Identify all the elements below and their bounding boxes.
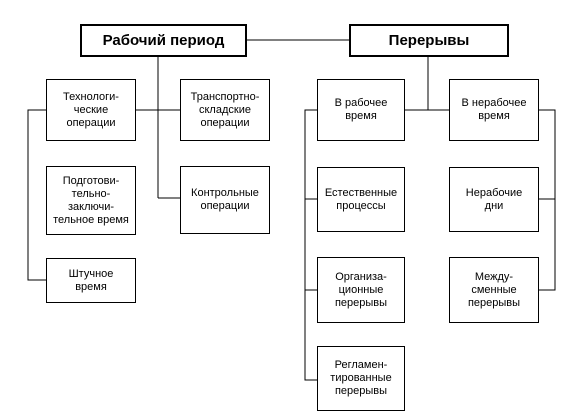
in-working-time-box: В рабочее время <box>317 79 405 141</box>
connector <box>304 109 317 381</box>
in-nonworking-time-box: В нерабочее время <box>449 79 539 141</box>
non-working-days-box: Нерабочие дни <box>449 167 539 232</box>
breaks-box: Перерывы <box>349 24 509 57</box>
natural-processes-box: Естественные процессы <box>317 167 405 232</box>
intershift-breaks-box: Между- сменные перерывы <box>449 257 539 323</box>
tech-operations-box: Технологи- ческие операции <box>46 79 136 141</box>
prep-final-time-box: Подготови- тельно- заключи- тельное врем… <box>46 166 136 235</box>
piece-time-box: Штучное время <box>46 258 136 303</box>
control-operations-box: Контрольные операции <box>180 166 270 234</box>
connector <box>539 109 556 291</box>
connector <box>27 109 46 281</box>
work-period-box: Рабочий период <box>80 24 247 57</box>
organizational-breaks-box: Организа- ционные перерывы <box>317 257 405 323</box>
transport-operations-box: Транспортно- складские операции <box>180 79 270 141</box>
regulated-breaks-box: Регламен- тированные перерывы <box>317 346 405 411</box>
